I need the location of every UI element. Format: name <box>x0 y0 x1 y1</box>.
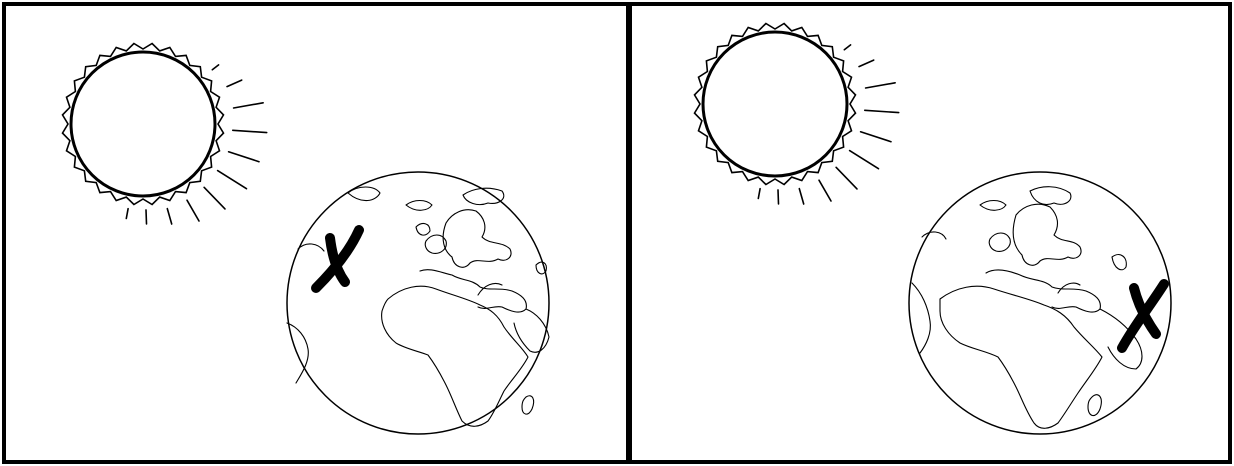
sun-ray <box>778 190 779 204</box>
earth-globe-icon <box>909 172 1171 434</box>
earth-globe-icon <box>287 172 549 434</box>
sun-ray <box>146 210 147 224</box>
